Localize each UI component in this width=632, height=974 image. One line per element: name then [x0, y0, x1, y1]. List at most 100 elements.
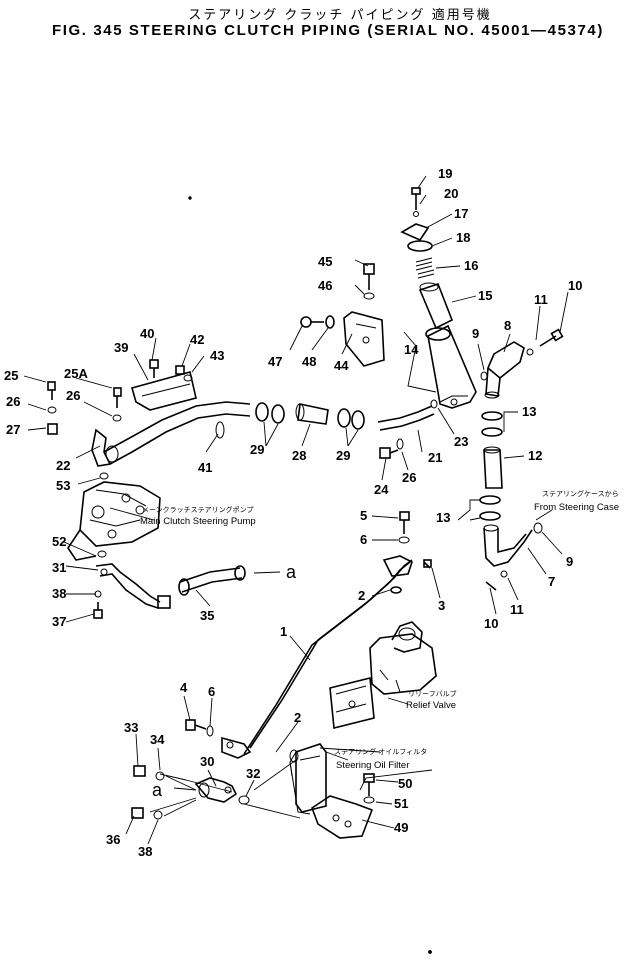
callout-43: 43	[210, 348, 224, 363]
callout-19: 19	[438, 166, 452, 181]
small-parts	[47, 196, 488, 954]
callout-33: 33	[124, 720, 138, 735]
filter-case-14	[425, 324, 477, 409]
elbow-7	[483, 522, 543, 591]
reference-letter-a-left: a	[152, 780, 163, 800]
clamps-13-top	[481, 411, 503, 437]
callout-48: 48	[302, 354, 316, 369]
main-clutch-steering-pump	[67, 481, 161, 561]
clamps-13-bottom	[479, 495, 501, 521]
callout-50: 50	[398, 776, 412, 791]
bolt-50-washer-51	[363, 773, 375, 804]
callout-2-bottom: 2	[294, 710, 301, 725]
callout-3: 3	[438, 598, 445, 613]
leader-lines	[23, 175, 569, 845]
callout-36: 36	[106, 832, 120, 847]
callout-52: 52	[52, 534, 66, 549]
relief-valve	[329, 555, 437, 730]
callout-10-bottom: 10	[484, 616, 498, 631]
callout-8: 8	[504, 318, 511, 333]
bolt-47-washer-48	[300, 315, 335, 329]
callout-13-bottom: 13	[436, 510, 450, 525]
callout-49: 49	[394, 820, 408, 835]
bolt-4	[185, 719, 214, 737]
fitting-3	[423, 559, 432, 569]
callout-34: 34	[150, 732, 165, 747]
callout-6-top: 6	[360, 532, 367, 547]
suction-hose-22	[91, 401, 251, 467]
bolt-10-top	[526, 328, 564, 356]
callout-47: 47	[268, 354, 282, 369]
callout-7: 7	[548, 574, 555, 589]
pipe-21	[377, 405, 435, 431]
case-caption-japanese: ステアリングケースから	[542, 489, 619, 498]
callout-45: 45	[318, 254, 332, 269]
nut-33	[133, 765, 146, 777]
callout-46: 46	[318, 278, 332, 293]
callout-2-top: 2	[358, 588, 365, 603]
bolt-45	[363, 263, 375, 300]
callout-39: 39	[114, 340, 128, 355]
fitting-30	[194, 777, 238, 803]
callout-42: 42	[190, 332, 204, 347]
case-caption: From Steering Case	[534, 502, 619, 513]
callout-28: 28	[292, 448, 306, 463]
cover-17-oring-18	[400, 223, 433, 252]
callout-15: 15	[478, 288, 492, 303]
callout-25A: 25A	[64, 366, 88, 381]
pump-caption-japanese: メーンクラッチステアリングポンプ	[142, 505, 253, 514]
callout-18: 18	[456, 230, 470, 245]
filter-caption-japanese: ステアリング オイルフィルタ	[334, 747, 427, 756]
callout-13-top: 13	[522, 404, 536, 419]
bolt-19	[411, 187, 421, 217]
callout-26-right: 26	[402, 470, 416, 485]
hose-35	[178, 565, 281, 596]
callout-20: 20	[444, 186, 458, 201]
callout-32: 32	[246, 766, 260, 781]
callout-numbers: 19 20 17 18 16 15 45 46 47 48 44 14 9 8 …	[4, 166, 582, 859]
callout-22: 22	[56, 458, 70, 473]
callout-9-bottom: 9	[566, 554, 573, 569]
callout-1: 1	[280, 624, 287, 639]
callout-30: 30	[200, 754, 214, 769]
callout-40: 40	[140, 326, 154, 341]
bolt-5	[398, 511, 410, 544]
callout-17: 17	[454, 206, 468, 221]
relief-caption-japanese: リリーフバルブ	[408, 689, 457, 698]
filter-element-15	[418, 282, 454, 330]
callout-11-bottom: 11	[510, 602, 524, 617]
bracket-39	[131, 371, 197, 411]
callout-24: 24	[374, 482, 389, 497]
callout-5: 5	[360, 508, 367, 523]
callout-29-right: 29	[336, 448, 350, 463]
callout-4: 4	[180, 680, 188, 695]
callout-27: 27	[6, 422, 20, 437]
callout-16: 16	[464, 258, 478, 273]
callout-21: 21	[428, 450, 442, 465]
callout-26-left: 26	[6, 394, 20, 409]
callout-25: 25	[4, 368, 18, 383]
callout-23: 23	[454, 434, 468, 449]
bracket-44	[343, 311, 385, 367]
elbow-8	[484, 341, 525, 399]
callout-38-bottom: 38	[138, 844, 152, 859]
callout-12: 12	[528, 448, 542, 463]
figure-title: FIG. 345 STEERING CLUTCH PIPING (SERIAL …	[52, 22, 604, 39]
callout-38-top: 38	[52, 586, 66, 601]
callout-6-bottom: 6	[208, 684, 215, 699]
callout-37: 37	[52, 614, 66, 629]
callout-41: 41	[198, 460, 212, 475]
pipe-31	[95, 563, 171, 609]
callout-10-top: 10	[568, 278, 582, 293]
callout-53: 53	[56, 478, 70, 493]
callout-31: 31	[52, 560, 66, 575]
figure-title-japanese: ステアリング クラッチ パイピング 適用号機	[188, 8, 492, 23]
callout-35: 35	[200, 608, 214, 623]
reference-letter-a-right: a	[286, 562, 297, 582]
callout-44: 44	[334, 358, 349, 373]
steering-pipe-1	[221, 559, 413, 759]
filter-caption: Steering Oil Filter	[336, 760, 409, 771]
spring-16	[415, 257, 435, 279]
relief-caption: Relief Valve	[406, 700, 456, 711]
